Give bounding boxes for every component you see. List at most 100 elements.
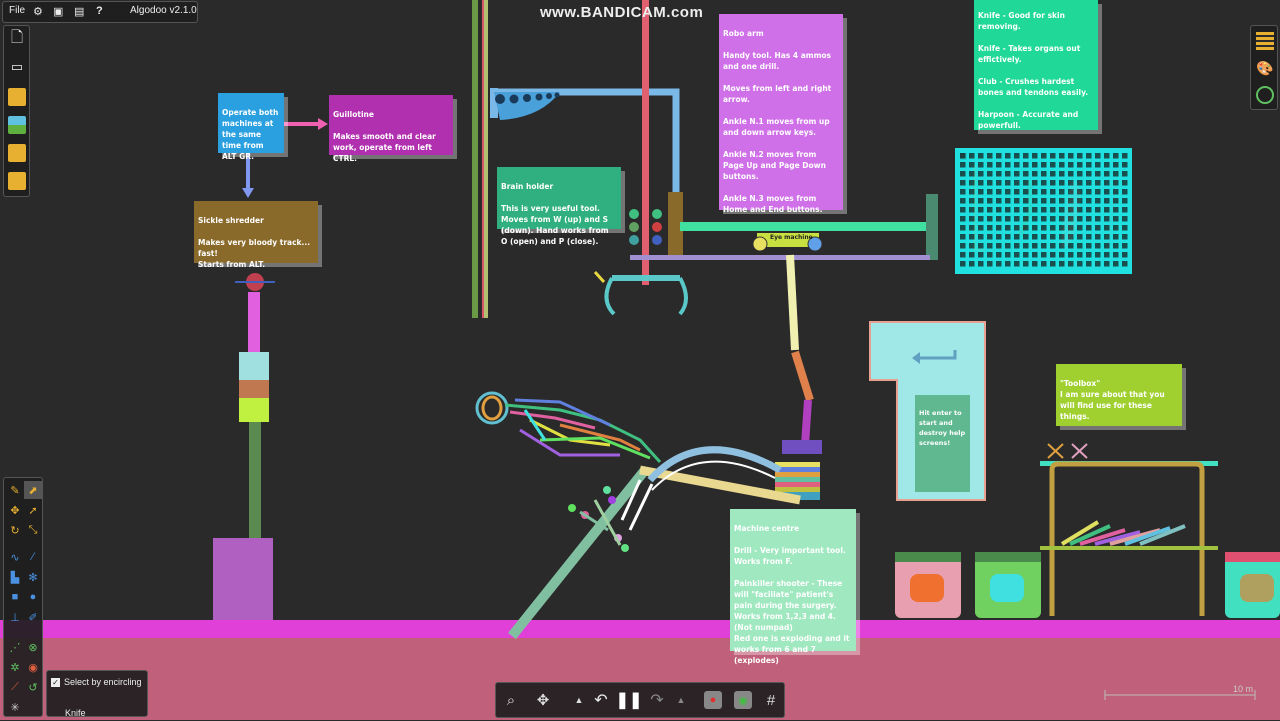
table-top	[639, 465, 801, 505]
sickle-title: Sickle shredder	[198, 216, 264, 225]
new-scene-icon[interactable]: 🗋	[10, 28, 24, 46]
red-cable	[642, 0, 649, 285]
table-arch	[647, 446, 782, 483]
bandicam-watermark: www.BANDICAM.com	[540, 4, 704, 21]
enter-arrow	[918, 350, 957, 360]
rotate-tool-icon[interactable]: ↻	[10, 524, 20, 537]
eye-machine-cart	[757, 233, 819, 247]
robo-arm-seg2	[791, 350, 814, 402]
zoom-scene-icon[interactable]	[1256, 86, 1274, 104]
fixate-tool-icon[interactable]: ⊗	[28, 641, 38, 654]
painkiller-syringes	[568, 486, 629, 552]
speed-down-icon[interactable]: ▲	[676, 695, 686, 705]
help-icon[interactable]: ?	[96, 5, 103, 17]
note-robo-arm[interactable]: Robo arm Handy tool. Has 4 ammos and one…	[719, 14, 843, 214]
rope-tool-icon[interactable]: ∿	[10, 551, 20, 564]
scale-tool-icon[interactable]: ⤡	[28, 523, 38, 536]
grabber-claw-left	[604, 277, 616, 316]
pegboard-grid	[960, 153, 1128, 270]
app-title: Algodoo v2.1.0	[130, 5, 197, 16]
note-machine-centre[interactable]: Machine centre Drill - Very important to…	[730, 509, 856, 665]
note-brain-holder[interactable]: Brain holder This is very useful tool. M…	[497, 167, 621, 246]
grid-icon[interactable]: #	[766, 691, 776, 709]
record-icon[interactable]: ●	[704, 691, 722, 709]
window-icon[interactable]: ▣	[53, 6, 64, 18]
note-toolbox[interactable]: "Toolbox" I am sure about that you will …	[1056, 364, 1182, 426]
brain-body: This is very useful tool. Moves from W (…	[501, 204, 609, 246]
shelf-board	[1040, 546, 1218, 550]
pan-icon[interactable]: ✥	[536, 692, 550, 709]
select-tool-icon[interactable]: ⬈	[24, 481, 42, 499]
drag-tool-icon[interactable]: ➚	[28, 504, 38, 517]
checkbox-icon[interactable]: ✓	[51, 677, 60, 687]
table-arch-inner	[651, 460, 776, 491]
blank-scene-icon[interactable]: ▭	[10, 59, 24, 74]
left-file-toolbar: 🗋 ▭	[3, 25, 30, 197]
landscape-icon[interactable]	[8, 116, 26, 134]
gear-tool-icon[interactable]: ✻	[28, 571, 38, 584]
knife-option[interactable]: Knife	[65, 703, 86, 721]
brush-tool-icon[interactable]: ▙	[10, 571, 20, 584]
hit-enter-text: Hit enter to start and destroy help scre…	[919, 409, 966, 447]
pen-tool-icon[interactable]: ✐	[28, 611, 38, 624]
select-by-encircling-option[interactable]: ✓ Select by encircling	[51, 677, 142, 687]
guillotine-title: Guillotine	[333, 110, 374, 119]
move-tool-icon[interactable]: ✥	[10, 504, 20, 517]
camera-follow-icon[interactable]: ◉	[734, 691, 752, 709]
pause-icon[interactable]: ❚❚	[615, 692, 643, 709]
note-guillotine[interactable]: Guillotine Makes smooth and clear work, …	[329, 95, 453, 163]
note-weapons[interactable]: Knife - Good for skin removing. Knife - …	[974, 0, 1098, 130]
knife-option-label: Knife	[65, 708, 86, 718]
hinge-tool-icon[interactable]: ✲	[10, 661, 20, 674]
container-3	[1225, 552, 1280, 618]
laser-tool-icon[interactable]: ⟋	[11, 680, 19, 693]
speed-up-icon[interactable]: ▲	[574, 695, 584, 705]
thruster-tool-icon[interactable]: ↺	[28, 681, 38, 694]
rail-bar	[680, 222, 930, 231]
shredder-base	[213, 538, 273, 620]
palette-icon[interactable]: 🎨	[1256, 59, 1274, 76]
file-menu[interactable]: File	[9, 5, 26, 16]
box-tool-icon[interactable]: ■	[11, 591, 19, 603]
circle-tool-icon[interactable]: ●	[29, 591, 37, 603]
knife-tool-icon[interactable]: ∕	[32, 551, 34, 563]
photo-folder-icon[interactable]	[8, 144, 26, 162]
spring-tool-icon[interactable]: ⋰	[9, 641, 21, 654]
gear-icon[interactable]: ⚙	[33, 6, 43, 18]
scale-label: 10 m	[1233, 684, 1254, 694]
simulation-toolbar: ⌕ ✥ ▲ ↶ ❚❚ ↷ ▲ ● ◉ #	[495, 682, 785, 718]
undo-icon[interactable]: ↶	[594, 692, 608, 709]
list-panel-icon[interactable]	[1256, 32, 1274, 50]
note-hit-enter[interactable]: Hit enter to start and destroy help scre…	[915, 395, 970, 451]
left-tool-palette: ✎ ⬈ ✥ ➚ ↻ ⤡ ∿ ∕ ▙ ✻ ■ ● ⊥ ✐ ⋰ ⊗ ✲ ◉ ⟋ ↺ …	[3, 477, 43, 717]
open-folder-icon[interactable]	[8, 88, 26, 106]
robo-body: Handy tool. Has 4 ammos and one drill. M…	[723, 51, 832, 214]
weapons-body: Knife - Takes organs out effictively. Cl…	[978, 44, 1089, 130]
plane-tool-icon[interactable]: ⊥	[10, 611, 20, 624]
machine-body: Drill - Very important tool. Works from …	[734, 546, 850, 665]
note-sickle-shredder[interactable]: Sickle shredder Makes very bloody track.…	[194, 201, 318, 269]
right-toolbar: 🎨	[1250, 25, 1278, 110]
monitor-icon[interactable]: ▤	[74, 6, 85, 18]
redo-icon[interactable]: ↷	[650, 692, 664, 709]
robo-arm-seg3	[801, 399, 812, 446]
blue-arm-post	[490, 88, 498, 118]
eye-machine-label: Eye machine	[770, 234, 813, 241]
guillotine-body: Makes smooth and clear work, operate fro…	[333, 132, 436, 163]
container-1	[895, 552, 961, 618]
zoom-icon[interactable]: ⌕	[506, 691, 516, 709]
brain-title: Brain holder	[501, 182, 554, 191]
note-operate-both[interactable]: Operate both machines at the same time f…	[218, 93, 284, 161]
shredder-pole	[249, 422, 261, 550]
drill-head	[782, 440, 822, 454]
scene-library-icon[interactable]	[8, 172, 26, 190]
sketch-tool-icon[interactable]: ✎	[10, 484, 20, 497]
chain-tool-icon[interactable]: ✳	[10, 701, 20, 714]
sickle-body: Makes very bloody track... fast! Starts …	[198, 238, 311, 269]
arm-holes	[495, 92, 560, 104]
top-menu-bar: File ⚙ ▣ ▤ ? Algodoo v2.1.0	[2, 1, 198, 23]
tool-options-panel: ✓ Select by encircling Knife	[46, 670, 148, 718]
rail-end	[926, 194, 938, 260]
tracer-tool-icon[interactable]: ◉	[28, 661, 38, 674]
